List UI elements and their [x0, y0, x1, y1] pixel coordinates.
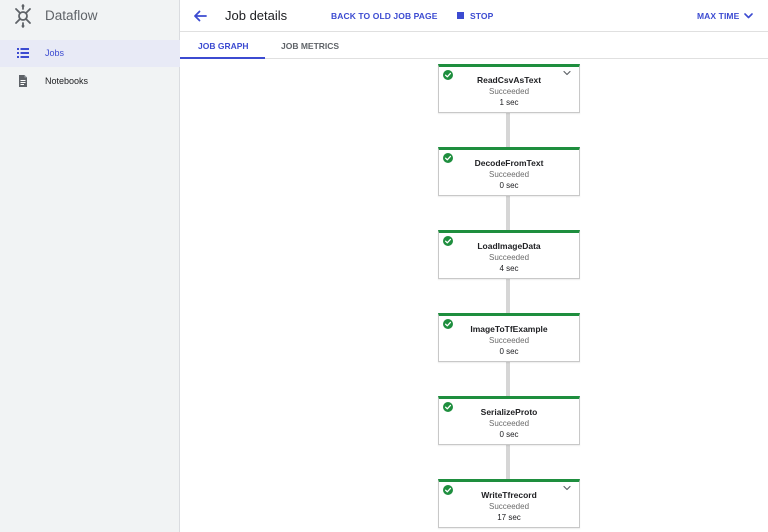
chevron-down-icon[interactable]: [563, 70, 571, 76]
dataflow-logo-icon: [15, 4, 31, 28]
job-graph: ReadCsvAsText Succeeded 1 sec DecodeFrom…: [180, 60, 768, 532]
step-status: Succeeded: [488, 87, 530, 96]
graph-step-node[interactable]: LoadImageData Succeeded 4 sec: [438, 230, 580, 279]
step-status: Succeeded: [488, 170, 530, 179]
graph-step-node[interactable]: ReadCsvAsText Succeeded 1 sec: [438, 64, 580, 113]
step-name: WriteTfrecord: [481, 490, 537, 500]
success-check-icon: [443, 70, 453, 80]
graph-edge: [506, 196, 510, 231]
document-icon: [19, 75, 27, 87]
graph-step-node[interactable]: ImageToTfExample Succeeded 0 sec: [438, 313, 580, 362]
header: Job details BACK TO OLD JOB PAGE STOP MA…: [180, 0, 768, 32]
sidebar: Dataflow Jobs Notebooks: [0, 0, 180, 532]
step-duration: 0 sec: [499, 181, 519, 190]
graph-step-node[interactable]: DecodeFromText Succeeded 0 sec: [438, 147, 580, 196]
graph-edge: [506, 113, 510, 148]
chevron-down-icon[interactable]: [563, 485, 571, 491]
sidebar-item-jobs[interactable]: Jobs: [0, 40, 180, 67]
tab-job-graph[interactable]: JOB GRAPH: [198, 41, 249, 51]
success-check-icon: [443, 402, 453, 412]
back-to-old-job-page-button[interactable]: BACK TO OLD JOB PAGE: [331, 11, 438, 21]
step-duration: 17 sec: [497, 513, 521, 522]
step-status: Succeeded: [488, 502, 530, 511]
brand[interactable]: Dataflow: [0, 0, 180, 32]
step-name: LoadImageData: [477, 241, 541, 251]
tab-bar: JOB GRAPH JOB METRICS: [180, 32, 768, 59]
step-name: SerializeProto: [480, 407, 538, 417]
graph-edge: [506, 362, 510, 397]
step-status: Succeeded: [488, 419, 530, 428]
step-name: DecodeFromText: [474, 158, 544, 168]
step-status: Succeeded: [488, 336, 530, 345]
stop-icon: [457, 12, 464, 19]
time-range-dropdown[interactable]: MAX TIME: [697, 11, 740, 21]
step-status: Succeeded: [488, 253, 530, 262]
sidebar-item-notebooks[interactable]: Notebooks: [0, 68, 180, 95]
stop-button[interactable]: STOP: [470, 11, 494, 21]
list-icon: [17, 48, 29, 58]
success-check-icon: [443, 236, 453, 246]
step-duration: 0 sec: [499, 347, 519, 356]
step-duration: 0 sec: [499, 430, 519, 439]
page-title: Job details: [225, 8, 288, 23]
back-arrow-icon[interactable]: [192, 8, 208, 24]
tab-job-metrics[interactable]: JOB METRICS: [281, 41, 340, 51]
graph-step-node[interactable]: WriteTfrecord Succeeded 17 sec: [438, 479, 580, 528]
step-duration: 4 sec: [499, 264, 519, 273]
step-name: ImageToTfExample: [470, 324, 548, 334]
graph-edge: [506, 279, 510, 314]
chevron-down-icon[interactable]: [744, 12, 753, 20]
app-title: Dataflow: [45, 8, 98, 23]
active-tab-indicator: [180, 57, 265, 59]
graph-step-node[interactable]: SerializeProto Succeeded 0 sec: [438, 396, 580, 445]
sidebar-item-label: Jobs: [45, 48, 65, 58]
sidebar-item-label: Notebooks: [45, 76, 89, 86]
graph-edge: [506, 445, 510, 480]
success-check-icon: [443, 319, 453, 329]
success-check-icon: [443, 153, 453, 163]
step-name: ReadCsvAsText: [476, 75, 542, 85]
step-duration: 1 sec: [499, 98, 519, 107]
success-check-icon: [443, 485, 453, 495]
